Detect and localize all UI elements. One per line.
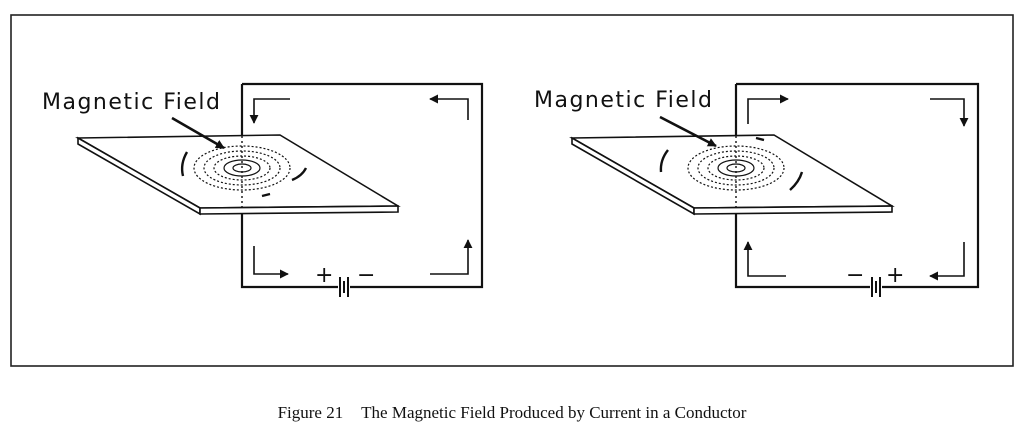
battery-left-sign: − [846,263,864,288]
current-arrows [249,94,473,279]
battery: + − [315,263,375,297]
panel-right: Magnetic Field − + [534,82,980,297]
figure-title: The Magnetic Field Produced by Current i… [361,403,747,422]
panel-left: Magnetic Field + − [42,82,484,297]
magnetic-field-rings [180,145,308,198]
current-arrows [743,94,969,281]
battery-left-sign: + [315,263,333,288]
label-pointer-arrow [171,116,225,150]
figure-number: Figure 21 [278,403,344,422]
label-pointer-arrow [659,115,717,148]
figure-frame [10,14,1014,367]
magnetic-field-rings [659,136,804,191]
figure-caption: Figure 21 The Magnetic Field Produced by… [278,403,747,422]
battery: − + [846,263,904,297]
conductor-plate [75,134,401,216]
battery-right-sign: + [886,263,904,288]
magnetic-field-label: Magnetic Field [534,88,714,113]
battery-right-sign: − [357,263,375,288]
magnetic-field-label: Magnetic Field [42,90,222,115]
conductor-plate [569,134,895,216]
